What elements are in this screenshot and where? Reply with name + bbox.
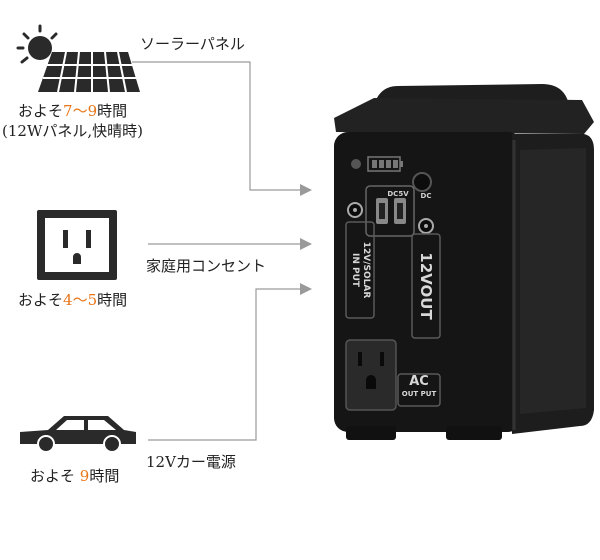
car-time-prefix: およそ xyxy=(30,467,80,485)
dc-port-label: DC5V xyxy=(387,190,409,198)
outlet-time-suffix: 時間 xyxy=(97,291,128,309)
outlet-source-label: 家庭用コンセント xyxy=(146,257,267,275)
sun-icon xyxy=(16,24,58,64)
ac-label-sub: OUT PUT xyxy=(401,390,437,398)
input-label: 12V/SOLAR IN PUT xyxy=(347,225,371,315)
solar-time-suffix: 時間 xyxy=(97,102,128,120)
wall-outlet-icon xyxy=(37,210,117,280)
power-button xyxy=(412,172,432,192)
outlet-time-first: 4 xyxy=(63,291,73,309)
solar-charge-time: およそ7〜9時間 xyxy=(18,100,127,121)
solar-time-first: 7 xyxy=(63,102,73,120)
solar-connector-line xyxy=(132,61,302,191)
connector-lines xyxy=(132,61,302,441)
car-charge-time: およそ 9時間 xyxy=(30,465,119,486)
car-icon xyxy=(20,416,136,453)
outlet-time-second: 5 xyxy=(87,291,98,309)
car-arrow-icon xyxy=(300,283,312,295)
solar-time-prefix: およそ xyxy=(18,102,64,120)
solar-time-second: 9 xyxy=(87,102,98,120)
solar-panel-icon xyxy=(16,24,140,93)
outlet-arrow-icon xyxy=(300,238,312,250)
car-time-value: 9 xyxy=(79,467,90,485)
outlet-time-prefix: およそ xyxy=(18,291,64,309)
car-time-suffix: 時間 xyxy=(89,467,120,485)
connector-arrows xyxy=(300,184,312,295)
solar-arrow-icon xyxy=(300,184,312,196)
power-station-device xyxy=(334,84,594,440)
battery-indicator xyxy=(367,156,403,172)
input-label-line1: 12V/SOLAR xyxy=(361,241,371,299)
solar-source-label: ソーラーパネル xyxy=(140,35,245,53)
ac-label: AC OUT PUT xyxy=(398,374,440,399)
ac-label-main: AC xyxy=(409,374,429,389)
outlet-charge-time: およそ4〜5時間 xyxy=(18,289,127,310)
car-source-label: 12Vカー電源 xyxy=(146,453,236,471)
device-handle xyxy=(372,84,570,120)
output-label: 12VOUT xyxy=(417,252,435,320)
solar-time-sep: 〜 xyxy=(72,102,88,120)
solar-note: (12Wパネル,快晴時) xyxy=(2,122,143,140)
car-connector-line xyxy=(148,288,302,441)
dc-port-label-2: DC xyxy=(420,192,432,200)
outlet-time-sep: 〜 xyxy=(72,291,88,309)
input-label-line2: IN PUT xyxy=(350,252,360,288)
